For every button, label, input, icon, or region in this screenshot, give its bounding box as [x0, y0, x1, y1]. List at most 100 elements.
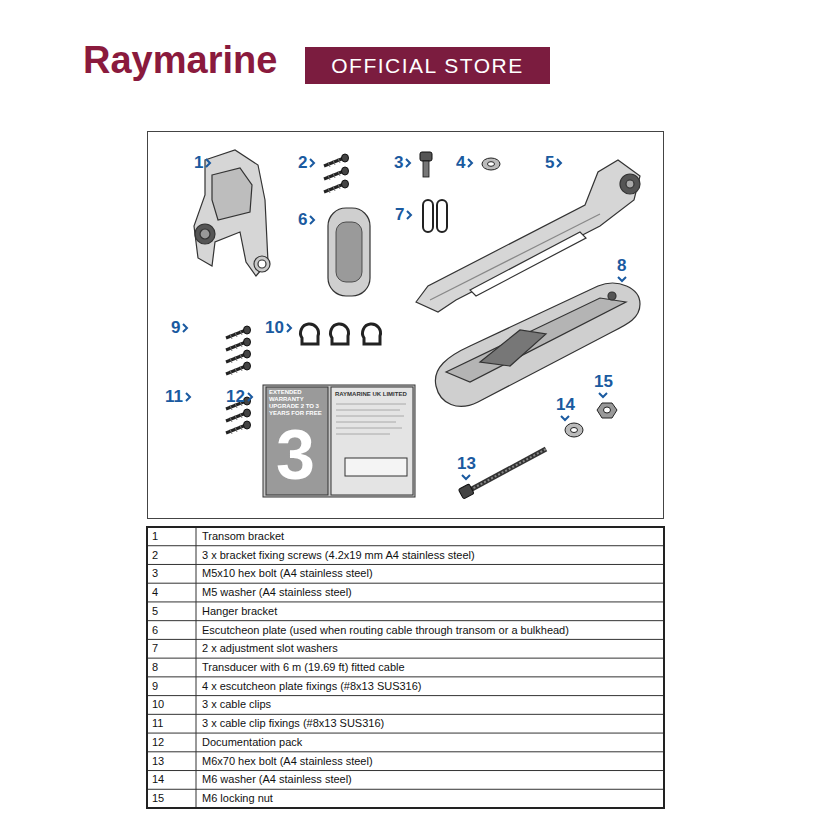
- callout-number: 3: [394, 153, 403, 173]
- drawing-part: [420, 152, 432, 161]
- table-row-line: [147, 714, 664, 715]
- drawing-part: [226, 362, 251, 375]
- drawing-part: [336, 410, 400, 411]
- table-item-number: 10: [152, 698, 164, 711]
- callout-number: 13: [457, 454, 476, 474]
- escutcheon-plate: [328, 208, 370, 296]
- table-item-description: Transom bracket: [202, 530, 284, 543]
- transom-bracket: [194, 150, 270, 276]
- callout-chevron: [247, 392, 254, 402]
- drawing-part: [437, 200, 447, 232]
- table-item-description: Documentation pack: [202, 736, 302, 749]
- table-row-line: [147, 789, 664, 790]
- table-row-line: [147, 620, 664, 621]
- table-row-line: [147, 751, 664, 752]
- table-item-description: Escutcheon plate (used when routing cabl…: [202, 624, 569, 637]
- drawing-part: [212, 168, 252, 220]
- drawing-part: [324, 167, 349, 180]
- company-text: RAYMARINE UK LIMITED: [335, 391, 407, 398]
- table-item-description: 2 x adjustment slot washers: [202, 642, 338, 655]
- drawing-part: [324, 154, 349, 167]
- drawing-part: [597, 403, 617, 418]
- drawing-part: [254, 256, 270, 272]
- drawing-part: [328, 208, 370, 296]
- table-row-line: [147, 564, 664, 565]
- chevron-stroke: [183, 324, 187, 332]
- drawing-part: [331, 387, 413, 495]
- drawing-part: [458, 484, 474, 499]
- table-row-line: [147, 695, 664, 696]
- table-item-description: M5 washer (A4 stainless steel): [202, 586, 352, 599]
- table-item-number: 1: [152, 530, 158, 543]
- callout-number: 11: [165, 387, 183, 407]
- drawing-part: [480, 330, 546, 366]
- washer-m6: [565, 423, 583, 437]
- table-item-number: 2: [152, 549, 158, 562]
- table-item-description: M6x70 hex bolt (A4 stainless steel): [202, 755, 373, 768]
- chevron-stroke: [310, 216, 314, 224]
- table-item-number: 3: [152, 567, 158, 580]
- callout-chevron: [556, 158, 563, 168]
- drawing-part: [226, 338, 251, 351]
- chevron-stroke: [310, 159, 314, 167]
- drawing-part: [604, 407, 611, 413]
- callout-chevron: [467, 158, 474, 168]
- drawing-part: [226, 421, 251, 434]
- callout-number: 14: [556, 395, 575, 415]
- callout-number: 4: [456, 153, 465, 173]
- drawing-part: [345, 458, 407, 476]
- documentation-pack: [263, 385, 415, 497]
- callout-number: 8: [617, 256, 626, 276]
- drawing-part: [620, 174, 640, 194]
- table-border: [147, 527, 664, 808]
- drawing-part: [470, 449, 546, 490]
- callout-caret: [560, 415, 570, 422]
- callout-chevron: [286, 323, 293, 333]
- callout-chevron: [309, 158, 316, 168]
- table-row-line: [147, 770, 664, 771]
- table-item-description: 3 x cable clips: [202, 698, 271, 711]
- chevron-stroke: [287, 324, 291, 332]
- drawing-part: [336, 428, 402, 429]
- callout-number: 1: [194, 153, 203, 173]
- drawing-part: [423, 200, 433, 232]
- callout-number: 15: [594, 372, 613, 392]
- cable-clips: [301, 324, 381, 344]
- table-row-line: [147, 583, 664, 584]
- drawing-part: [200, 229, 210, 239]
- table-item-number: 5: [152, 605, 158, 618]
- table-item-description: Transducer with 6 m (19.69 ft) fitted ca…: [202, 661, 405, 674]
- table-item-number: 9: [152, 680, 158, 693]
- chevron-stroke: [248, 393, 252, 401]
- table-item-number: 13: [152, 755, 164, 768]
- drawing-part: [336, 434, 390, 435]
- drawing-part: [336, 404, 406, 405]
- chevron-stroke: [557, 159, 561, 167]
- callout-chevron: [205, 158, 212, 168]
- table-column-line: [196, 527, 197, 808]
- callout-chevron: [185, 392, 192, 402]
- chevron-stroke: [462, 475, 470, 479]
- escutcheon-fixings: [226, 326, 251, 375]
- callout-caret: [461, 474, 471, 481]
- drawing-part: [571, 428, 578, 433]
- transducer: [435, 283, 640, 406]
- drawing-part: [266, 387, 328, 495]
- drawing-part: [336, 404, 406, 434]
- table-row-line: [147, 545, 664, 546]
- table-item-number: 14: [152, 773, 164, 786]
- drawing-part: [336, 222, 362, 282]
- drawing-part: [336, 422, 396, 423]
- drawing-part: [258, 260, 266, 268]
- table-item-number: 4: [152, 586, 158, 599]
- chevron-stroke: [407, 211, 411, 219]
- callout-caret: [598, 392, 608, 399]
- drawing-part: [301, 324, 319, 344]
- drawing-part: [608, 292, 616, 300]
- callout-number: 12: [226, 387, 245, 407]
- warranty-graphic-numeral: 3: [276, 420, 315, 490]
- chevron-stroke: [561, 416, 569, 420]
- chevron-stroke: [468, 159, 472, 167]
- drawing-part: [331, 324, 349, 344]
